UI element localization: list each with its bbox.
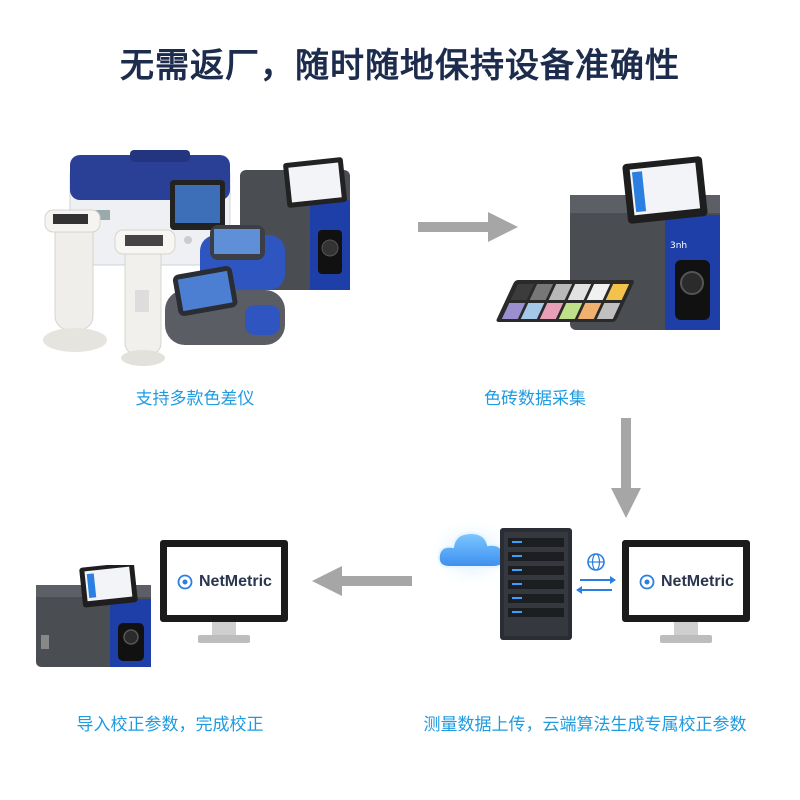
color-tile [596, 303, 621, 319]
color-tile [501, 303, 526, 319]
step1-caption: 支持多款色差仪 [135, 389, 255, 409]
benchtop-spectrophotometer: 3nh [570, 156, 720, 330]
device-brand-logo: 3nh [670, 241, 687, 251]
monitor-right-neck [674, 622, 698, 636]
netmetric-logo-left: NetMetric [177, 573, 272, 591]
color-tile [539, 303, 564, 319]
color-tile [605, 284, 630, 300]
color-tile [548, 284, 573, 300]
color-tile [520, 303, 545, 319]
cloud-icon [426, 517, 518, 589]
server-rack-icon [500, 528, 572, 640]
monitor-left-neck [212, 622, 236, 636]
color-tile [577, 303, 602, 319]
color-tile [558, 303, 583, 319]
monitor-right-base [660, 635, 712, 643]
step4-caption: 导入校正参数，完成校正 [76, 715, 264, 735]
monitor-right: NetMetric [622, 540, 750, 650]
handheld-colorimeter-1 [43, 209, 107, 352]
sync-globe-icon [576, 553, 616, 594]
monitor-left: NetMetric [160, 540, 288, 650]
step3-caption: 测量数据上传，云端算法生成专属校正参数 [423, 715, 747, 735]
benchtop-gray-device-small [240, 157, 350, 290]
monitor-left-screen: NetMetric [160, 540, 288, 622]
spectrophotometer-with-tiles-image: 3nh [496, 156, 720, 330]
color-tile [586, 284, 611, 300]
arrow-down-icon [611, 418, 641, 518]
color-tile [529, 284, 554, 300]
netmetric-logo-icon [177, 574, 193, 590]
portable-gray-device [165, 266, 285, 345]
calibrated-spectrophotometer-image [36, 565, 151, 667]
arrow-left-icon [312, 566, 412, 596]
arrow-right-icon [418, 212, 518, 242]
netmetric-logo-right: NetMetric [639, 573, 734, 591]
netmetric-name: NetMetric [661, 573, 734, 590]
colorimeter-group-image [43, 150, 350, 366]
benchtop-white-device [69, 150, 231, 266]
netmetric-logo-icon [639, 574, 655, 590]
page-title: 无需返厂，随时随地保持设备准确性 [120, 46, 680, 86]
handheld-colorimeter-2 [114, 229, 176, 366]
color-tile-tray [496, 280, 634, 322]
monitor-right-screen: NetMetric [622, 540, 750, 622]
color-tile [567, 284, 592, 300]
netmetric-name: NetMetric [199, 573, 272, 590]
color-tile [510, 284, 535, 300]
step2-caption: 色砖数据采集 [484, 389, 586, 409]
monitor-left-base [198, 635, 250, 643]
